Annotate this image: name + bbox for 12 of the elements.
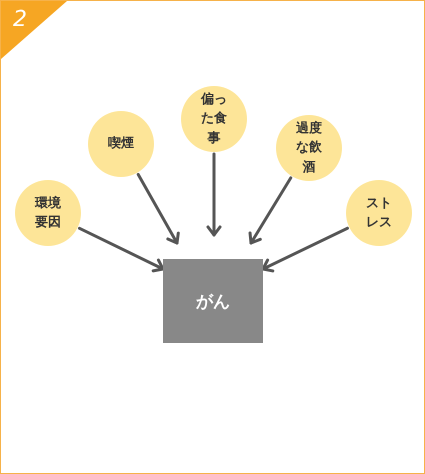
arrow [136,172,180,244]
result-box: がん [163,259,263,343]
arrow [262,226,349,272]
step-number: 2 [13,7,27,32]
cause-circle: ストレス [346,180,412,246]
cause-circle: 偏った食事 [181,86,247,152]
cause-circle: 喫煙 [88,111,154,177]
arrow [248,176,292,244]
cause-circle: 環境要因 [15,180,81,246]
arrow [78,226,164,272]
arrow [206,152,222,236]
cause-circle: 過度な飲酒 [276,115,342,181]
